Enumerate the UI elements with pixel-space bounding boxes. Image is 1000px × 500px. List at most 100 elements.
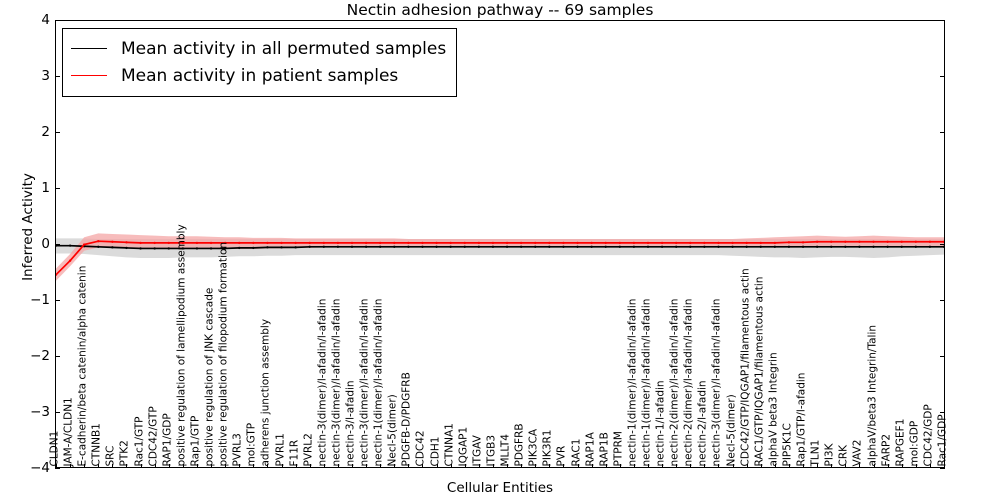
data-point <box>435 241 438 245</box>
y-tick-mark <box>940 468 945 469</box>
data-point <box>252 246 255 250</box>
data-point <box>646 241 650 245</box>
data-point <box>548 241 551 245</box>
y-tick-label: 3 <box>41 68 50 84</box>
data-point <box>618 245 622 248</box>
data-point <box>56 273 58 276</box>
data-point <box>223 247 227 250</box>
data-point <box>590 245 593 248</box>
data-point <box>181 241 185 245</box>
legend-swatch <box>71 48 107 49</box>
data-point <box>562 245 565 248</box>
confidence-bands <box>56 233 944 281</box>
data-point <box>745 245 748 248</box>
y-tick-label: −1 <box>30 292 50 308</box>
data-point <box>308 241 311 245</box>
data-point <box>336 245 340 248</box>
data-point <box>505 241 509 245</box>
data-point <box>660 241 664 245</box>
data-point <box>111 246 114 249</box>
data-point <box>378 245 382 248</box>
data-point <box>378 241 382 245</box>
data-point <box>181 247 185 250</box>
data-point <box>590 241 593 245</box>
series-line <box>56 244 944 250</box>
y-tick-label: −2 <box>30 348 50 364</box>
data-point <box>97 240 100 243</box>
data-point <box>505 245 509 248</box>
data-point <box>914 240 918 243</box>
data-point <box>280 241 283 245</box>
y-tick-mark <box>940 300 945 301</box>
y-tick-mark <box>55 20 60 21</box>
data-point <box>139 241 142 245</box>
y-tick-mark <box>55 244 60 245</box>
data-point <box>674 241 678 245</box>
confidence-band <box>56 233 944 281</box>
data-point <box>886 245 889 248</box>
data-point <box>407 241 410 245</box>
data-point <box>703 245 706 248</box>
data-point <box>815 245 819 248</box>
data-point <box>604 241 607 245</box>
data-point <box>717 245 720 248</box>
y-tick-label: 4 <box>41 12 50 28</box>
data-point <box>449 245 452 248</box>
data-point <box>815 240 819 243</box>
y-tick-mark <box>940 188 945 189</box>
y-tick-mark <box>940 20 945 21</box>
y-tick-label: 2 <box>41 124 50 140</box>
data-point <box>674 245 678 248</box>
y-tick-mark <box>55 468 60 469</box>
data-point <box>477 241 481 245</box>
data-point <box>928 240 932 243</box>
data-point <box>322 245 326 248</box>
data-point <box>336 241 340 245</box>
data-point <box>534 245 537 248</box>
data-point <box>731 241 734 245</box>
data-point <box>872 245 875 248</box>
data-point <box>68 244 72 247</box>
data-point <box>167 241 170 245</box>
data-point <box>407 245 410 248</box>
data-point <box>167 247 170 250</box>
data-point <box>252 241 255 245</box>
data-point <box>491 241 495 245</box>
y-tick-mark <box>940 356 945 357</box>
data-point <box>238 241 241 245</box>
data-point <box>914 245 918 248</box>
data-point <box>872 240 875 243</box>
data-point <box>787 241 791 244</box>
data-point <box>364 241 368 245</box>
data-point <box>759 245 762 248</box>
data-point <box>830 240 833 243</box>
y-tick-mark <box>55 356 60 357</box>
data-point <box>266 246 269 249</box>
data-point <box>576 245 579 248</box>
data-point <box>844 245 847 248</box>
legend-label: Mean activity in all permuted samples <box>121 38 447 59</box>
data-point <box>900 245 903 248</box>
data-point <box>519 245 523 248</box>
data-point <box>393 241 396 245</box>
data-point <box>759 241 762 245</box>
data-point <box>928 245 932 248</box>
data-point <box>209 241 213 245</box>
legend-label: Mean activity in patient samples <box>121 65 399 86</box>
legend-swatch <box>71 75 107 76</box>
data-point <box>942 240 944 243</box>
y-tick-mark <box>55 132 60 133</box>
y-tick-mark <box>940 412 945 413</box>
data-point <box>703 241 706 245</box>
y-tick-label: 1 <box>41 180 50 196</box>
data-point <box>209 247 213 250</box>
data-point <box>238 246 241 250</box>
data-point <box>900 240 903 243</box>
data-point <box>364 245 368 248</box>
data-point <box>660 245 664 248</box>
y-tick-mark <box>940 132 945 133</box>
y-tick-mark <box>940 244 945 245</box>
data-point <box>801 245 805 248</box>
data-point <box>68 259 72 262</box>
data-point <box>886 240 889 243</box>
